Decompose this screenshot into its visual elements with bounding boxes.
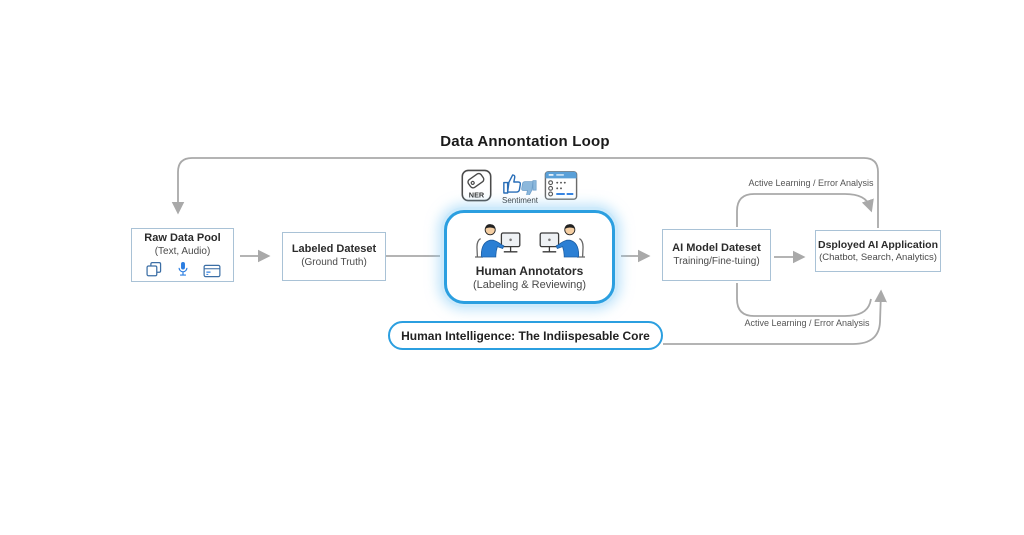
- node-raw-data-pool: Raw Data Pool (Text, Audio): [131, 228, 234, 282]
- annotator-at-computer-icon: [539, 224, 585, 258]
- node-title: AI Model Dateset: [672, 241, 761, 254]
- active-learning-label-top: Active Learning / Error Analysis: [748, 178, 874, 188]
- sentiment-tool: Sentiment: [501, 172, 539, 205]
- node-deployed-app: Dsployed AI Application (Chatbot, Search…: [815, 230, 941, 272]
- node-subtitle: (Labeling & Reviewing): [472, 279, 587, 292]
- human-intelligence-banner: Human Intelligence: The Indiispesable Co…: [388, 321, 663, 350]
- card-icon: [203, 264, 220, 278]
- ner-tag-icon: NER: [461, 169, 492, 202]
- spreadsheet-tool: [544, 170, 578, 201]
- microphone-icon: [177, 262, 188, 276]
- node-title: Human Annotators: [475, 264, 584, 279]
- node-subtitle: (Ground Truth): [301, 257, 367, 269]
- annotator-at-computer-icon: [474, 224, 520, 258]
- sentiment-thumbs-icon: [503, 174, 537, 195]
- arc-core-to-deployed: [663, 289, 887, 345]
- diagram-title: Data Annontation Loop: [440, 133, 610, 150]
- spreadsheet-icon: [544, 171, 578, 200]
- node-title: Labeled Dateset: [291, 243, 377, 256]
- node-title: Dsployed AI Application: [818, 238, 938, 251]
- node-human-annotators: Human Annotators (Labeling & Reviewing): [444, 210, 615, 304]
- ner-tool: NER: [461, 169, 492, 202]
- arc-active-learning-top: [736, 193, 874, 227]
- node-subtitle: (Text, Audio): [154, 245, 211, 257]
- active-learning-label-bottom: Active Learning / Error Analysis: [744, 318, 870, 328]
- arc-active-learning-bottom: [736, 283, 872, 317]
- node-ai-model: AI Model Dateset Training/Fine-tuing): [662, 229, 771, 281]
- ner-label: NER: [469, 191, 485, 200]
- node-labeled-dataset: Labeled Dateset (Ground Truth): [282, 232, 386, 281]
- node-subtitle: (Chatbot, Search, Analytics): [819, 251, 937, 263]
- documents-icon: [145, 262, 161, 277]
- loop-arrow-deployed-to-raw: [171, 157, 879, 228]
- sentiment-label: Sentiment: [501, 196, 539, 205]
- node-title: Raw Data Pool: [144, 231, 221, 244]
- annotator-icons: [473, 221, 587, 261]
- raw-data-icons: [145, 261, 221, 278]
- node-subtitle: Training/Fine-tuing): [673, 255, 760, 267]
